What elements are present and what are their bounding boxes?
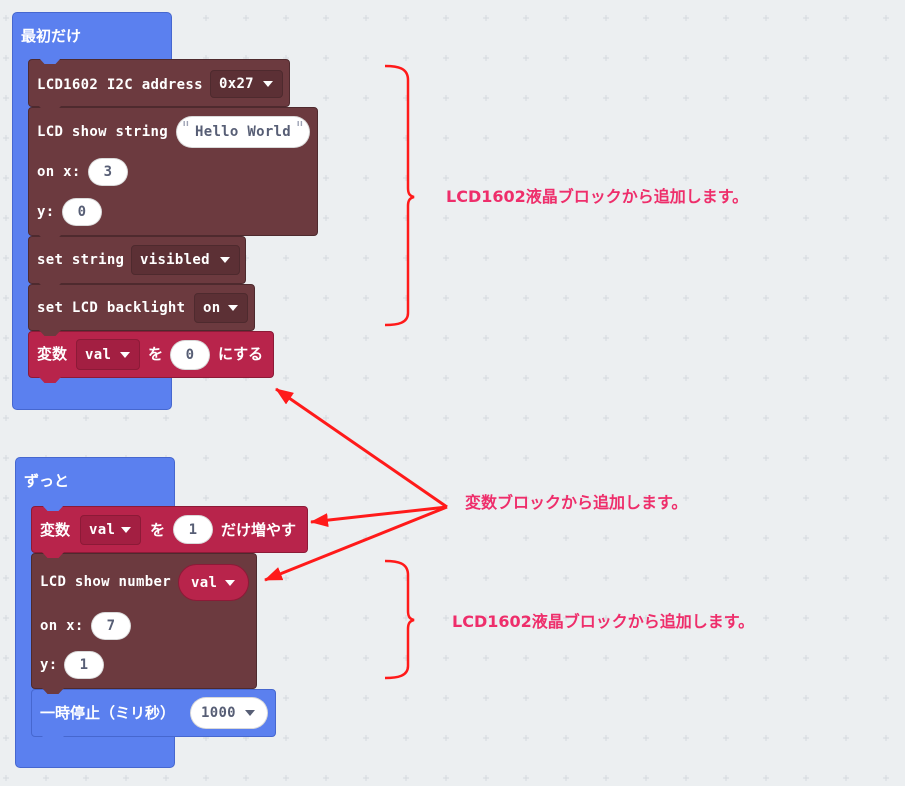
y-input[interactable]: 0 [62,198,102,226]
reporter-variable-name: val [191,574,218,591]
quote-open-icon [183,121,189,126]
lcd-show-string-label: LCD show string [37,124,168,140]
variable-dropdown[interactable]: val [76,339,140,370]
x-input-value: 7 [106,618,116,634]
string-input-value: Hello World [194,124,292,140]
change-amount: 1 [188,521,198,538]
change-suffix-label: だけ増やす [221,521,297,539]
set-lcd-backlight-block[interactable]: set LCD backlight on [28,284,255,336]
y-input[interactable]: 1 [64,651,104,679]
x-label: on x: [37,164,81,180]
dropdown-arrow-icon [121,527,131,533]
annotation-note-lcd-top: LCD1602液晶ブロックから追加します。 [446,187,749,206]
annotation-note-variables: 変数ブロックから追加します。 [465,493,688,512]
string-input[interactable]: Hello World [176,116,310,148]
connector-tab [42,552,64,558]
lcd-show-string-block[interactable]: LCD show string Hello World on x: 3 y: 0 [28,107,318,241]
connector-tab [39,58,61,64]
variable-prefix-label: 変数 [40,521,71,539]
lcd-show-number-label: LCD show number [40,574,171,590]
on-start-label: 最初だけ [21,27,82,45]
y-label: y: [37,204,55,220]
set-lcd-backlight-label: set LCD backlight [37,300,186,316]
lcd-i2c-address-label: LCD1602 I2C address [37,77,203,93]
y-input-value: 0 [77,204,87,220]
set-variable-block[interactable]: 変数 val を 0 にする [28,331,274,383]
y-input-value: 1 [79,657,89,673]
variable-dropdown[interactable]: val [80,515,141,545]
connector-tab [39,283,61,289]
change-amount-input[interactable]: 1 [173,515,213,544]
x-input[interactable]: 7 [91,612,131,640]
x-input-value: 3 [103,164,113,180]
dropdown-arrow-icon [245,710,255,716]
set-value: 0 [185,347,195,363]
string-mode-dropdown[interactable]: visibled [131,245,240,275]
change-variable-block[interactable]: 変数 val を 1 だけ増やす [31,506,308,558]
connector-tab [42,688,64,694]
particle-label: を [148,345,164,363]
connector-tab [39,106,61,112]
annotation-note-lcd-bottom: LCD1602液晶ブロックから追加します。 [452,612,755,631]
pause-duration-dropdown[interactable]: 1000 [190,697,268,729]
variable-name: val [89,522,116,538]
dropdown-arrow-icon [263,81,273,87]
lcd-i2c-address-block[interactable]: LCD1602 I2C address 0x27 [28,59,290,112]
connector-tab [42,505,64,511]
forever-label: ずっと [24,472,70,490]
y-label: y: [40,657,58,673]
set-value-input[interactable]: 0 [170,340,210,370]
i2c-address-value: 0x27 [219,76,254,92]
backlight-value: on [203,300,221,316]
set-string-block[interactable]: set string visibled [28,236,246,289]
backlight-dropdown[interactable]: on [194,293,248,323]
particle-label: を [150,521,166,539]
dropdown-arrow-icon [228,305,238,311]
pause-label: 一時停止（ミリ秒） [40,704,176,722]
variable-prefix-label: 変数 [37,345,68,363]
dropdown-arrow-icon [220,257,230,263]
dropdown-arrow-icon [225,579,235,586]
connector-tab [39,235,61,241]
set-suffix-label: にする [218,345,264,363]
lcd-show-number-block[interactable]: LCD show number val on x: 7 y: 1 [31,553,257,694]
connector-tab [39,377,61,383]
variable-reporter[interactable]: val [178,564,249,601]
pause-duration-value: 1000 [201,705,236,721]
connector-tab [42,736,64,742]
quote-close-icon [297,121,303,126]
dropdown-arrow-icon [120,351,130,358]
variable-name: val [85,346,112,363]
i2c-address-dropdown[interactable]: 0x27 [210,70,283,98]
x-input[interactable]: 3 [88,158,128,186]
pause-block[interactable]: 一時停止（ミリ秒） 1000 [31,689,276,742]
x-label: on x: [40,618,84,634]
string-mode-value: visibled [140,252,210,268]
connector-tab [39,330,61,336]
set-string-label: set string [37,252,125,268]
